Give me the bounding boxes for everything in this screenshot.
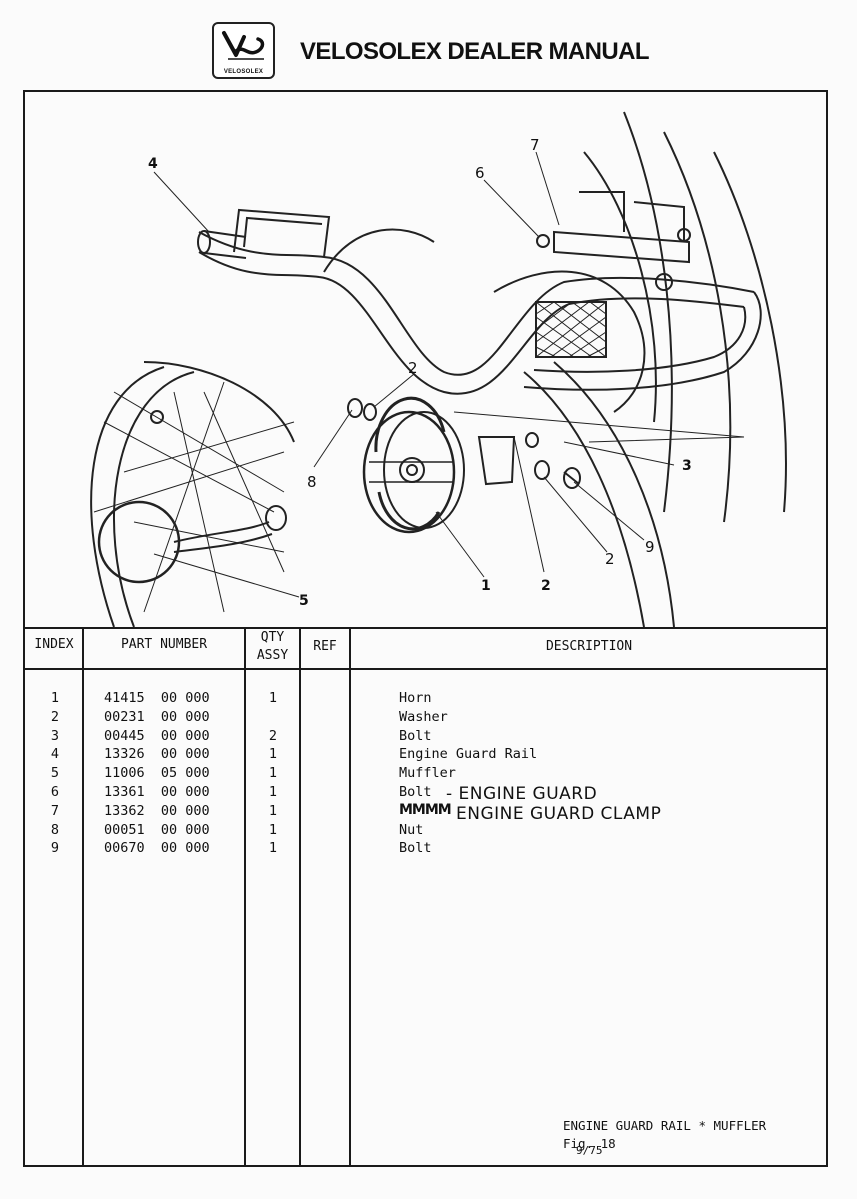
callout-2-top: 2: [408, 359, 418, 377]
row-qty: 1: [268, 784, 278, 800]
handwritten-note-row6: - ENGINE GUARD: [446, 784, 598, 804]
page-title: VELOSOLEX DEALER MANUAL: [300, 38, 649, 65]
row-index: 4: [50, 746, 60, 763]
row-part-number: 13361 00 000: [104, 784, 210, 800]
exploded-parts-diagram: [90, 111, 787, 627]
row-part-number: 13362 00 000: [104, 802, 210, 819]
callout-6: 6: [475, 164, 485, 182]
callout-2-bottom: 2: [541, 578, 551, 594]
row-index: 1: [50, 690, 60, 706]
struck-out-text: MMMM: [399, 802, 452, 818]
column-divider: [82, 627, 84, 1166]
row-qty: 1: [268, 746, 278, 763]
row-description: Nut: [399, 821, 424, 838]
header-description: DESCRIPTION: [545, 639, 633, 654]
callout-9: 9: [645, 538, 655, 556]
row-part-number: 41415 00 000: [104, 690, 210, 706]
callout-3: 3: [682, 458, 692, 474]
row-part-number: 00445 00 000: [104, 727, 210, 744]
row-description: Bolt: [399, 840, 432, 857]
row-qty: 1: [268, 802, 278, 819]
row-qty: 1: [268, 821, 278, 838]
row-index: 3: [50, 727, 60, 744]
row-description: Engine Guard Rail: [399, 746, 538, 763]
row-qty: 1: [268, 765, 278, 782]
row-part-number: 00231 00 000: [104, 708, 210, 725]
table-header-rule: [24, 668, 827, 670]
header-assy: ASSY: [256, 648, 289, 663]
revision-date: 9/75: [576, 1144, 603, 1157]
row-index: 6: [50, 784, 60, 800]
row-qty: 2: [268, 727, 278, 744]
row-part-number: 11006 05 000: [104, 765, 210, 782]
column-divider: [299, 627, 301, 1166]
logo-text: VELOSOLEX: [223, 69, 264, 75]
row-description: Bolt: [399, 727, 432, 744]
figure-caption: ENGINE GUARD RAIL * MUFFLER: [563, 1118, 767, 1133]
row-index: 7: [50, 802, 60, 819]
callout-4: 4: [148, 156, 158, 172]
header-ref: REF: [313, 639, 337, 654]
row-qty: 1: [268, 690, 278, 706]
callout-2-right: 2: [605, 550, 615, 568]
row-description: Bolt: [399, 784, 432, 800]
handwritten-note-row7: ENGINE GUARD CLAMP: [456, 804, 662, 824]
figure-number: Fig. 18: [563, 1136, 616, 1151]
row-description: Washer: [399, 708, 448, 725]
velosolex-logo: VELOSOLEX: [212, 22, 275, 79]
row-index: 2: [50, 708, 60, 725]
header-qty: QTY: [260, 630, 285, 645]
row-qty: 1: [268, 840, 278, 857]
header-part-number: PART NUMBER: [120, 637, 208, 652]
callout-1: 1: [481, 578, 491, 594]
callout-5: 5: [299, 593, 309, 609]
column-divider: [244, 627, 246, 1166]
row-index: 5: [50, 765, 60, 782]
callout-8: 8: [307, 473, 317, 491]
header-index: INDEX: [34, 637, 74, 652]
row-description: Horn: [399, 690, 432, 706]
row-description: Muffler: [399, 765, 456, 782]
row-part-number: 00051 00 000: [104, 821, 210, 838]
callout-7: 7: [530, 136, 540, 154]
row-index: 8: [50, 821, 60, 838]
table-top-rule: [24, 627, 827, 629]
row-index: 9: [50, 840, 60, 857]
row-part-number: 13326 00 000: [104, 746, 210, 763]
vs-logo-mark: [222, 31, 265, 60]
row-part-number: 00670 00 000: [104, 840, 210, 857]
column-divider: [349, 627, 351, 1166]
